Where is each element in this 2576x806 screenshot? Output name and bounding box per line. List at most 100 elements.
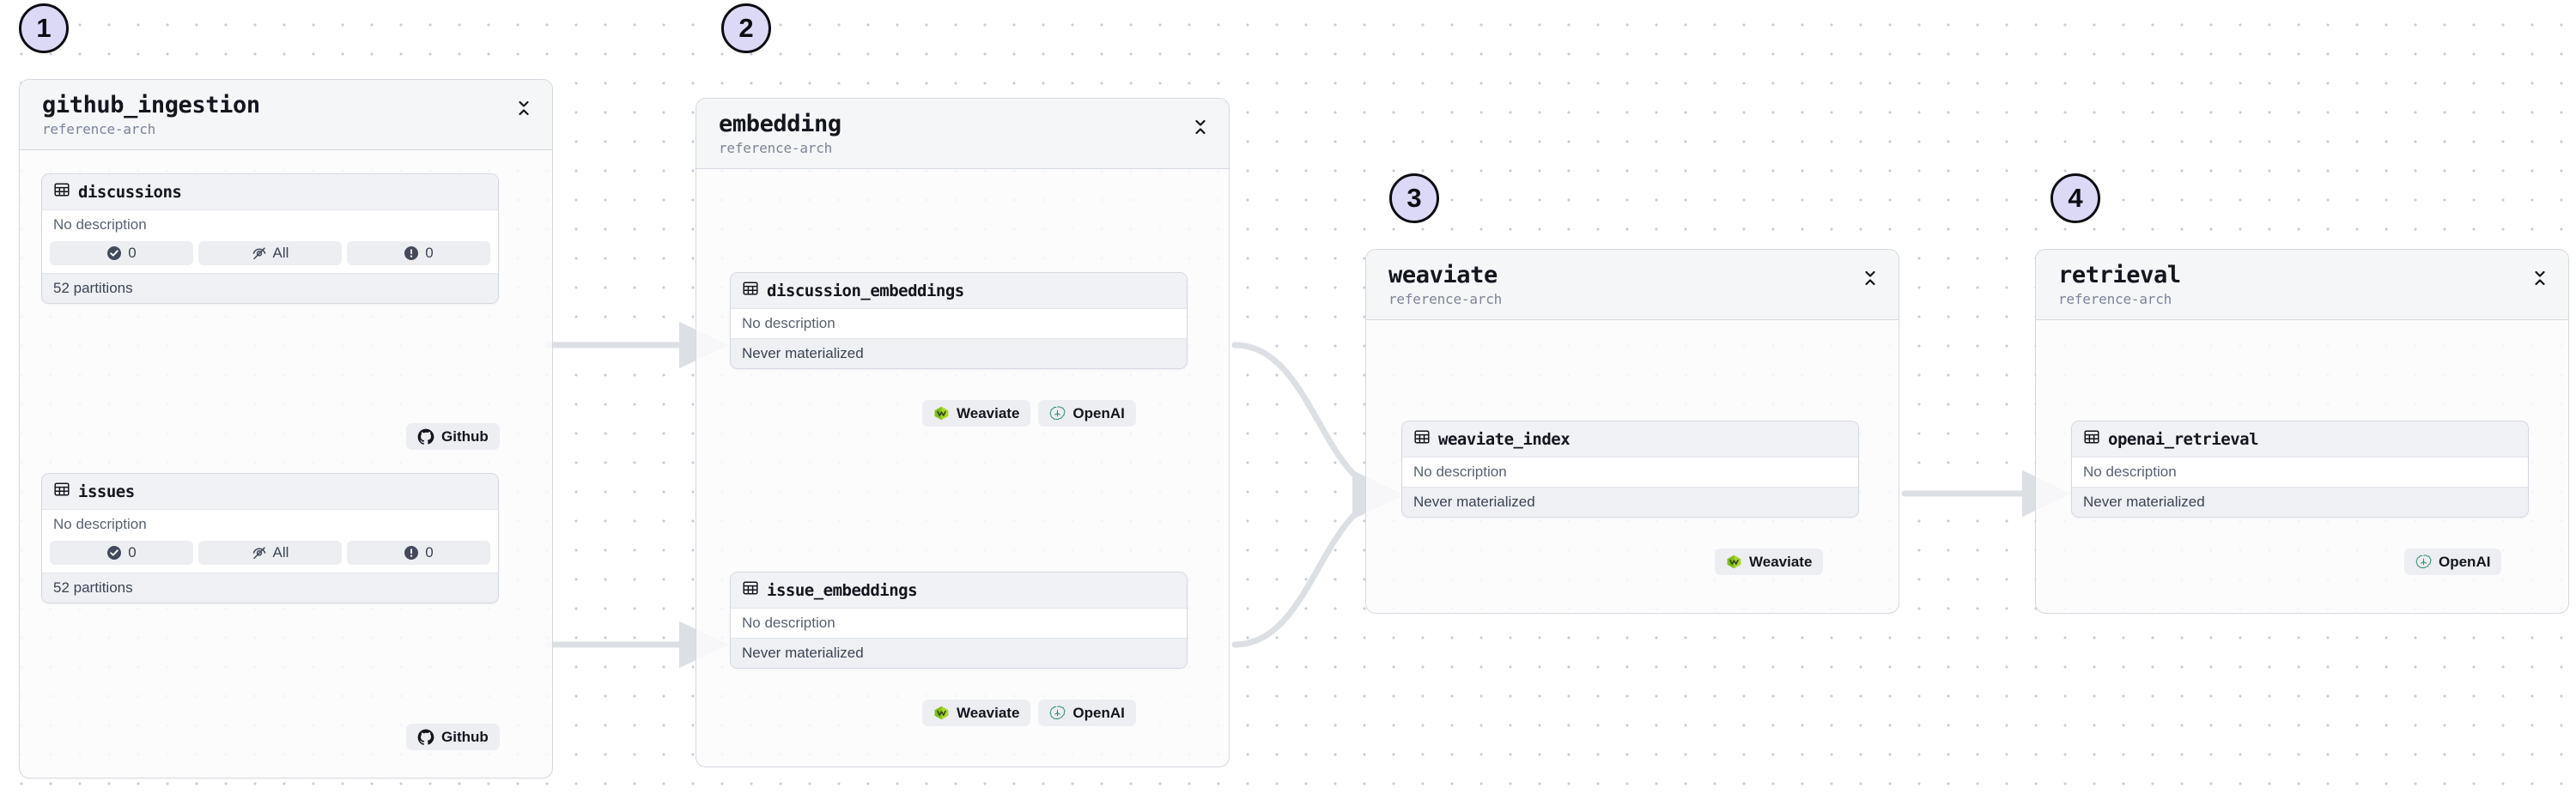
asset-description-openai_retrieval: No description [2072, 458, 2528, 487]
no-freshness-icon [252, 245, 267, 261]
collapse-chevrons-icon[interactable] [2530, 265, 2549, 291]
integration-tag-label: Github [441, 728, 489, 745]
asset-footer-issues: 52 partitions [42, 573, 498, 603]
asset-stats-issues: 0 All 0 [42, 539, 498, 573]
alert-circle-icon [404, 545, 419, 561]
openai-icon [2415, 554, 2432, 570]
integration-tag-weaviate[interactable]: Weaviate [1715, 548, 1824, 575]
group-subtitle-embedding: reference-arch [719, 140, 833, 157]
step-badge-4: 4 [2050, 173, 2100, 223]
asset-header-discussions[interactable]: discussions [42, 174, 498, 210]
stat-value: 0 [128, 245, 137, 261]
asset-name-issue_embeddings: issue_embeddings [767, 580, 918, 600]
integration-tag-github[interactable]: Github [406, 423, 500, 450]
asset-name-discussion_embeddings: discussion_embeddings [767, 281, 964, 300]
step-badge-2: 2 [721, 3, 771, 53]
asset-description-discussion_embeddings: No description [731, 309, 1187, 338]
stat-value: All [272, 245, 289, 261]
integration-tag-row: OpenAI [2404, 548, 2502, 575]
openai-icon [1049, 705, 1066, 721]
group-header-github_ingestion[interactable]: github_ingestion reference-arch [20, 80, 552, 151]
group-title-block: embedding reference-arch [719, 111, 841, 156]
integration-tag-openai[interactable]: OpenAI [1038, 700, 1136, 726]
github-icon [417, 729, 434, 746]
asset-header-weaviate_index[interactable]: weaviate_index [1402, 421, 1858, 458]
alert-circle-icon [404, 245, 419, 261]
weaviate-icon [933, 705, 950, 721]
weaviate-icon [1726, 554, 1742, 570]
collapse-chevrons-icon[interactable] [514, 95, 533, 121]
integration-tag-label: Github [441, 427, 489, 445]
integration-tag-label: Weaviate [1749, 553, 1813, 570]
integration-tag-label: OpenAI [1072, 704, 1125, 721]
check-circle-icon [106, 245, 122, 261]
group-title-weaviate: weaviate [1388, 262, 1498, 288]
asset-description-discussions: No description [42, 210, 498, 239]
integration-tag-label: OpenAI [1072, 404, 1125, 421]
asset-description-issues: No description [42, 510, 498, 539]
no-freshness-icon [252, 545, 267, 561]
asset-card-discussions[interactable]: discussions No description 0 All 0 52 partiti… [41, 173, 499, 304]
group-title-github_ingestion: github_ingestion [42, 92, 260, 118]
weaviate-icon [933, 405, 950, 421]
asset-header-issues[interactable]: issues [42, 474, 498, 510]
asset-description-weaviate_index: No description [1402, 458, 1858, 487]
table-icon [1413, 428, 1431, 450]
group-subtitle-github_ingestion: reference-arch [42, 121, 156, 138]
group-title-embedding: embedding [719, 111, 841, 137]
group-title-retrieval: retrieval [2058, 262, 2181, 288]
stat-value: All [272, 544, 289, 561]
collapse-chevrons-icon[interactable] [1861, 265, 1880, 291]
step-badge-1: 1 [19, 3, 69, 53]
table-icon [742, 579, 759, 601]
stat-value: 0 [425, 245, 434, 261]
asset-footer-discussion_embeddings: Never materialized [731, 338, 1187, 368]
asset-stats-discussions: 0 All 0 [42, 239, 498, 273]
stat-pill-alert-circle[interactable]: 0 [347, 241, 490, 265]
integration-tag-row: Weaviate OpenAI [922, 700, 1136, 726]
integration-tag-row: Github [406, 724, 500, 750]
asset-header-openai_retrieval[interactable]: openai_retrieval [2072, 421, 2528, 458]
check-circle-icon [106, 545, 122, 561]
step-badge-3: 3 [1389, 173, 1439, 223]
integration-tag-row: Github [406, 423, 500, 450]
stat-pill-check-circle[interactable]: 0 [50, 241, 193, 265]
asset-name-issues: issues [78, 482, 135, 501]
asset-name-openai_retrieval: openai_retrieval [2108, 429, 2259, 449]
group-header-embedding[interactable]: embedding reference-arch [696, 99, 1229, 170]
table-icon [2083, 428, 2100, 450]
asset-name-discussions: discussions [78, 182, 182, 202]
group-title-block: retrieval reference-arch [2058, 262, 2181, 307]
integration-tag-openai[interactable]: OpenAI [1038, 400, 1136, 427]
stat-value: 0 [128, 544, 137, 561]
integration-tag-github[interactable]: Github [406, 724, 500, 750]
stat-pill-no-freshness[interactable]: All [198, 241, 342, 265]
stat-pill-alert-circle[interactable]: 0 [347, 541, 490, 565]
group-subtitle-retrieval: reference-arch [2058, 291, 2172, 308]
asset-description-issue_embeddings: No description [731, 609, 1187, 638]
stat-value: 0 [425, 544, 434, 561]
asset-header-issue_embeddings[interactable]: issue_embeddings [731, 573, 1187, 609]
integration-tag-label: Weaviate [957, 404, 1020, 421]
asset-header-discussion_embeddings[interactable]: discussion_embeddings [731, 273, 1187, 309]
integration-tag-row: Weaviate OpenAI [922, 400, 1136, 427]
integration-tag-weaviate[interactable]: Weaviate [922, 700, 1031, 726]
asset-footer-discussions: 52 partitions [42, 273, 498, 303]
integration-tag-label: Weaviate [957, 704, 1020, 721]
stat-pill-check-circle[interactable]: 0 [50, 541, 193, 565]
group-header-retrieval[interactable]: retrieval reference-arch [2036, 250, 2568, 321]
asset-card-issues[interactable]: issues No description 0 All 0 52 partitions [41, 473, 499, 603]
asset-name-weaviate_index: weaviate_index [1438, 429, 1571, 449]
asset-footer-issue_embeddings: Never materialized [731, 638, 1187, 668]
integration-tag-openai[interactable]: OpenAI [2404, 548, 2502, 575]
stat-pill-no-freshness[interactable]: All [198, 541, 342, 565]
integration-tag-weaviate[interactable]: Weaviate [922, 400, 1031, 427]
group-title-block: github_ingestion reference-arch [42, 92, 260, 137]
collapse-chevrons-icon[interactable] [1191, 114, 1210, 140]
